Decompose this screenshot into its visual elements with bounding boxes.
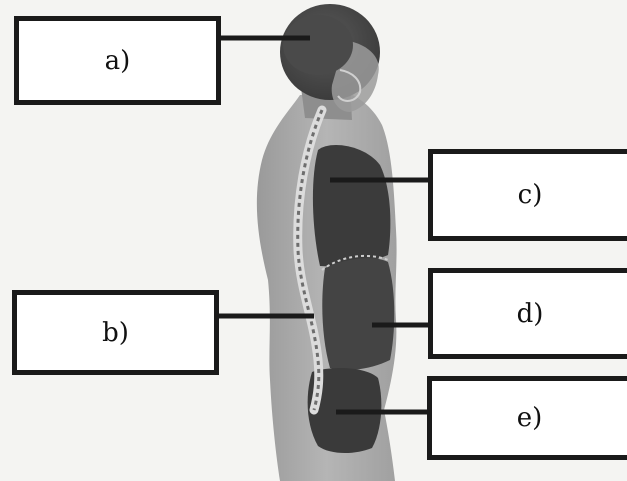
label-box-a[interactable]: a) <box>14 16 221 105</box>
label-c-text: c) <box>518 180 543 210</box>
label-box-d[interactable]: d) <box>428 268 627 359</box>
label-d-text: d) <box>517 299 544 329</box>
abdomen <box>322 258 394 370</box>
brain <box>283 15 353 75</box>
label-a-text: a) <box>105 46 131 76</box>
label-b-text: b) <box>102 318 129 348</box>
label-box-c[interactable]: c) <box>428 149 627 241</box>
label-box-b[interactable]: b) <box>12 290 219 375</box>
label-box-e[interactable]: e) <box>427 376 627 460</box>
label-e-text: e) <box>517 403 543 433</box>
